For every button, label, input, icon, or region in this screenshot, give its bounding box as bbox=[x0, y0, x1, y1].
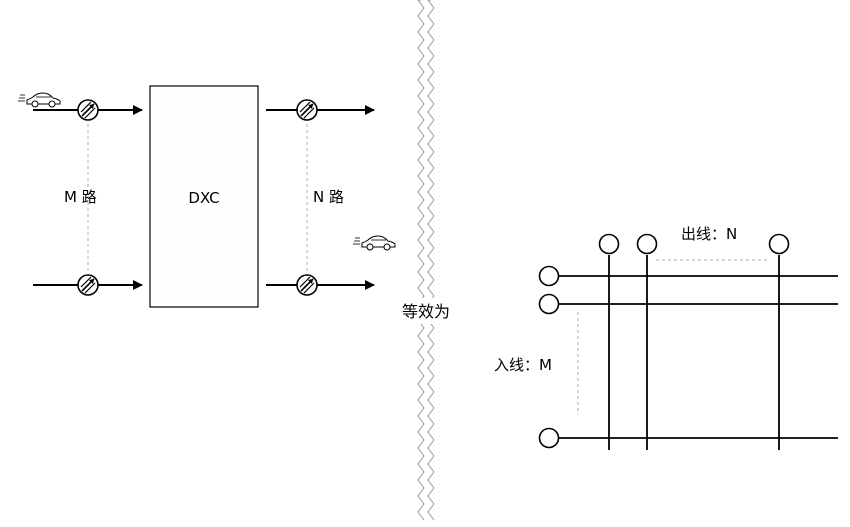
input-terminal bbox=[538, 265, 560, 287]
output-terminal bbox=[598, 233, 620, 255]
equivalent-label: 等效为 bbox=[402, 302, 450, 321]
fiber-port-icon bbox=[77, 99, 99, 121]
wavy-divider: 等效为 bbox=[392, 0, 460, 521]
fiber-port-icon bbox=[77, 274, 99, 296]
dxc-section: DXC M 路 N 路 bbox=[17, 85, 396, 308]
output-terminal bbox=[768, 233, 790, 255]
crossbar-section: 出线：N 入线：M bbox=[494, 225, 838, 450]
fiber-port-icon bbox=[296, 99, 318, 121]
input-terminal bbox=[538, 427, 560, 449]
output-lines-label: 出线：N bbox=[681, 225, 737, 243]
car-icon bbox=[17, 92, 61, 108]
input-count-label: M 路 bbox=[64, 188, 97, 206]
input-lines-label: 入线：M bbox=[494, 356, 552, 374]
output-count-label: N 路 bbox=[313, 188, 344, 206]
car-icon bbox=[352, 235, 396, 251]
fiber-port-icon bbox=[296, 274, 318, 296]
dxc-box bbox=[149, 85, 259, 308]
dxc-label: DXC bbox=[188, 189, 219, 207]
output-terminal bbox=[636, 233, 658, 255]
input-terminal bbox=[538, 293, 560, 315]
